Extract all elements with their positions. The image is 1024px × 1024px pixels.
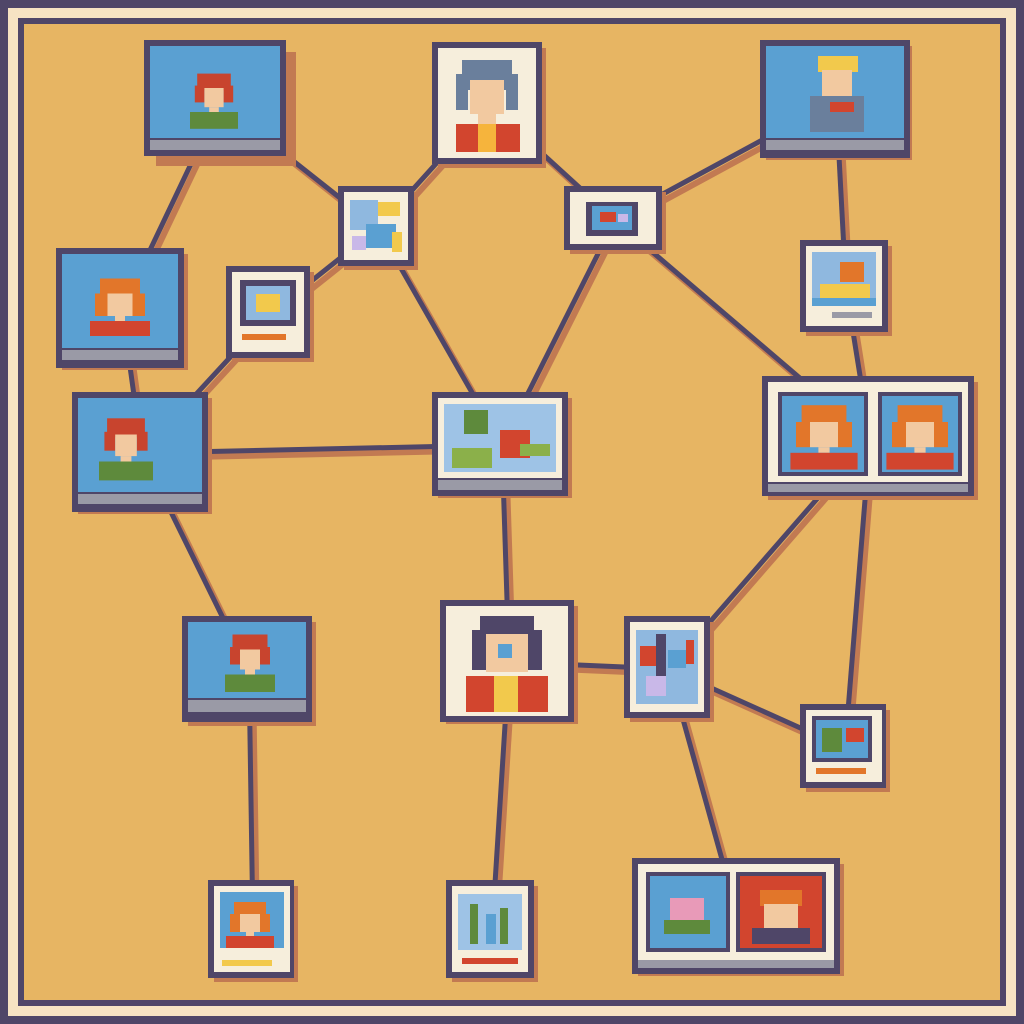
person-avatar-icon [456,60,520,152]
portrait-left[interactable] [56,248,188,370]
portrait-top-left[interactable] [144,40,296,166]
dual-monitor-bottom-right[interactable] [632,858,844,976]
photo-card-upper-center[interactable] [564,186,666,254]
person-avatar-icon [810,56,864,132]
portrait-top-center[interactable] [432,42,546,168]
abstract-image-icon [350,200,402,252]
landscape-photo-icon [458,894,522,964]
photo-card-bottom-left[interactable] [208,880,298,982]
person-avatar-icon [466,616,548,712]
dual-portrait-right[interactable] [762,376,978,500]
landscape-center[interactable] [432,392,572,498]
photo-card-right[interactable] [800,240,892,336]
person-avatar-icon [225,634,275,692]
portrait-top-right[interactable] [760,40,912,160]
photo-card-lower-right[interactable] [800,704,890,792]
portrait-mid-left[interactable] [72,392,212,514]
photo-card-small-left[interactable] [226,266,314,362]
photo-icon [240,280,296,340]
portrait-lower-left[interactable] [182,616,316,726]
group-avatar-icon [664,890,810,944]
landscape-photo-icon [444,404,556,472]
photo-card-bottom-center[interactable] [446,880,538,982]
photo-icon [586,202,638,236]
art-tile-lower-center[interactable] [624,616,714,722]
art-tile-upper-left[interactable] [338,186,418,270]
photo-icon [812,716,872,774]
portrait-center-card[interactable] [440,600,578,724]
landscape-photo-icon [812,252,876,318]
abstract-image-icon [636,630,698,704]
